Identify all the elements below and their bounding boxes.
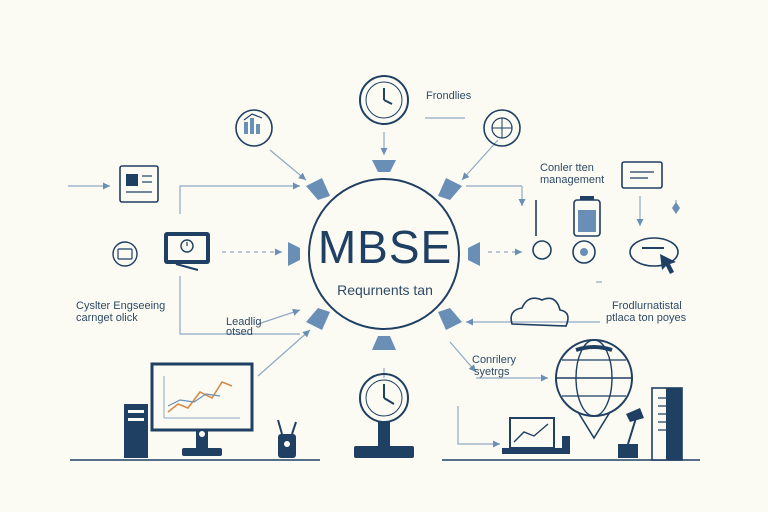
mouse-cursor-icon	[629, 237, 679, 274]
label-config-line1: Conler tten	[540, 162, 594, 174]
wedge-top	[372, 160, 396, 172]
globe-balloon-icon	[555, 339, 633, 440]
wedge-left	[288, 242, 300, 266]
camera-icon	[112, 241, 138, 267]
wedge-bottom	[372, 336, 396, 350]
stopwatch-icon	[354, 373, 414, 458]
clock-icon	[359, 75, 409, 125]
hub-title: MBSE	[317, 221, 453, 273]
settings-icon	[672, 202, 680, 214]
cloud-icon	[510, 297, 569, 327]
wedge-top-right	[438, 178, 462, 200]
chart-icon	[235, 109, 273, 147]
hub-wedges	[288, 160, 480, 350]
connectors	[68, 117, 677, 448]
label-prod-line1: Frodlurnatistal	[612, 300, 682, 312]
hub-subtitle: Requrnents tan	[337, 282, 433, 298]
wedge-right	[468, 242, 480, 266]
label-cyber-line2: carnget olick	[76, 312, 138, 324]
server-icon	[651, 387, 683, 461]
label-leading-line2: otsed	[226, 326, 253, 338]
chat-bubble-icon	[621, 161, 663, 189]
label-complex-line1: Conrilery	[472, 354, 517, 366]
wedge-bottom-right	[438, 308, 462, 330]
computer-icon	[124, 362, 254, 458]
label-prod-line2: ptlaca ton poyes	[606, 312, 687, 324]
wedge-top-left	[306, 178, 330, 200]
battery-icon	[532, 196, 601, 264]
hub-circle	[308, 178, 460, 330]
label-leading-line1: Leadlig	[226, 316, 262, 328]
globe-icon	[483, 109, 521, 147]
monitor-icon	[164, 232, 210, 271]
label-frondlies: Frondlies	[426, 90, 472, 102]
label-complex-line2: syetrgs	[474, 366, 510, 378]
document-icon	[119, 165, 159, 203]
desk-lamp-icon	[618, 408, 644, 458]
wedge-bottom-left	[306, 308, 330, 330]
label-config-line2: management	[540, 174, 605, 186]
label-cyber-line1: Cyslter Engseeing	[76, 300, 166, 312]
laptop-icon	[502, 417, 570, 454]
pen-holder-icon	[277, 419, 297, 458]
